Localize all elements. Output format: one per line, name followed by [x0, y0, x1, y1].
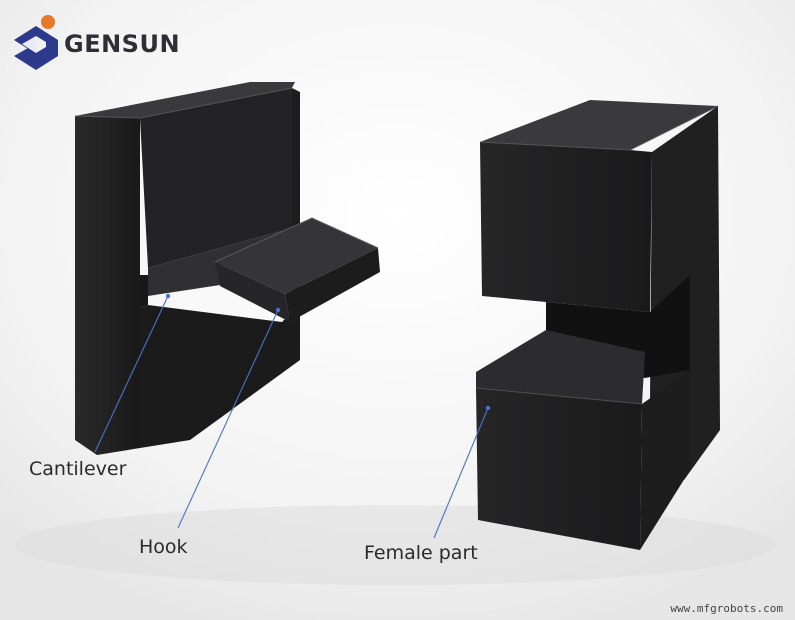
- female-part: [475, 100, 720, 550]
- label-hook: Hook: [139, 536, 188, 558]
- brand-name: GENSUN: [64, 30, 181, 58]
- callout-line-female-part: [433, 407, 489, 539]
- callout-dot-cantilever: [165, 293, 171, 299]
- callout-line-cantilever: [94, 295, 169, 453]
- male-part: [74, 82, 380, 455]
- callout-dot-hook: [275, 307, 281, 313]
- label-cantilever: Cantilever: [29, 458, 127, 480]
- label-female-part: Female part: [364, 542, 478, 564]
- gensun-logo-icon: [14, 15, 58, 70]
- callout-dot-female-part: [485, 405, 491, 411]
- callout-line-hook: [177, 309, 279, 529]
- callout-lines: [94, 295, 489, 539]
- watermark: www.mfgrobots.com: [670, 602, 783, 615]
